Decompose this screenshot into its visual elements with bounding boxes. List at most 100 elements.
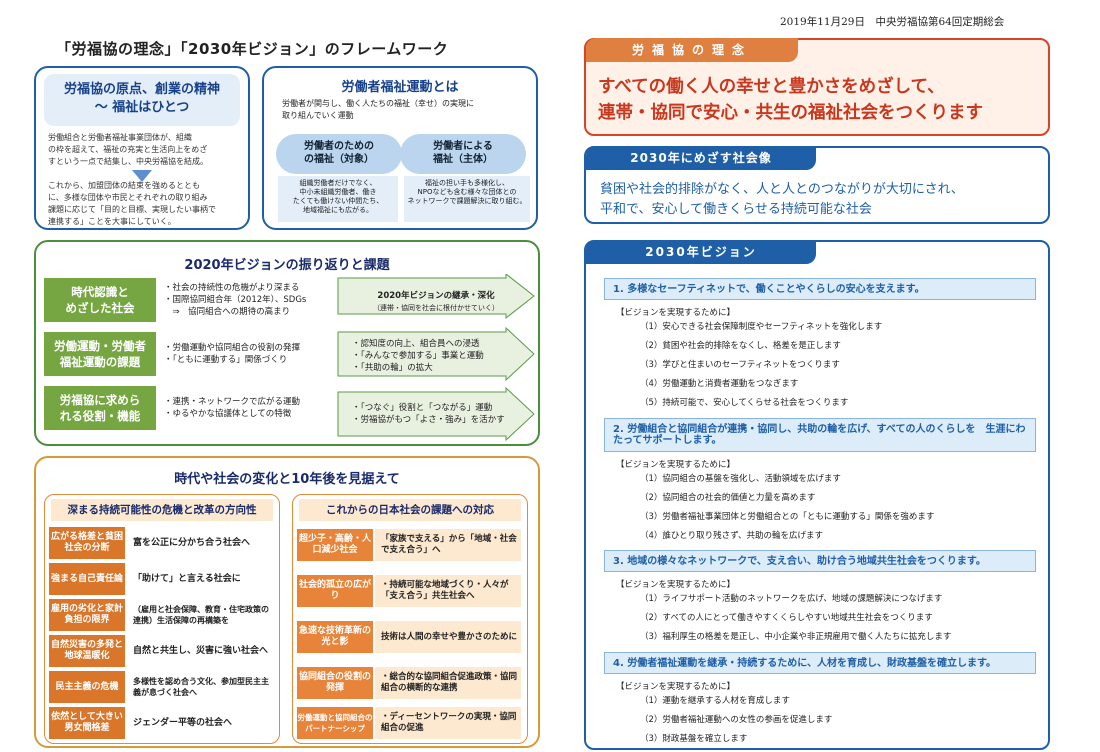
vision-marker: 【ビジョンを実現するために】 [616, 580, 736, 590]
issue-value: ジェンダー平等の社会へ [133, 717, 233, 728]
vision-item: （3）財政基盤を確立します [640, 734, 748, 744]
vision-marker: 【ビジョンを実現するために】 [616, 682, 736, 692]
movement-heading: 労働者福祉運動とは [341, 80, 459, 95]
text-line: 地域福祉にも広がる。 [303, 206, 373, 214]
issue-label: 急速な技術革新の光と影 [297, 621, 373, 653]
issue-value: ・総合的な協同組合促進政策・協同組合の横断的な連携 [375, 667, 521, 699]
text-line: 福祉の担い手も多様化し、 [425, 179, 509, 187]
issue-value: 富を公正に分かち合う社会へ [133, 537, 251, 548]
text-line: 平和で、安心して働きくらせる持続可能な社会 [600, 202, 872, 217]
issue-value: （雇用と社会保障、教育・住宅政策の連携）生活保障の再構築を [133, 605, 269, 625]
society-vision-box: 2030年にめざす社会像 貧困や社会的排除がなく、人と人とのつながりが大切にされ… [584, 146, 1050, 224]
vision-item: （1）協同組合の基盤を強化し、活動領域を広げます [640, 474, 841, 484]
vision-marker: 【ビジョンを実現するために】 [616, 308, 736, 318]
vision-items: （1）ライフサポート活動のネットワークを広げ、地域の課題解決につなげます （2）… [640, 590, 951, 647]
vision2020-review: 2020年ビジョンの振り返りと課題 時代認識とめざした社会 ・社会の持続性の危機… [34, 240, 540, 446]
text-line: 時代認識と [71, 285, 129, 299]
text-line: ・ゆるやかな協議体としての特徴 [164, 409, 292, 419]
arrow-text: 2020年ビジョンの継承・深化（連帯・協同を社会に根付かせていく） [340, 290, 532, 314]
vision-item: （2）協同組合の社会的価値と力量を高めます [640, 493, 816, 503]
issue-value: 自然と共生し、災害に強い社会へ [133, 645, 269, 656]
text-line: 貧困や社会的排除がなく、人と人とのつながりが大切にされ、 [600, 182, 964, 197]
text-line: 連帯・協同で安心・共生の福祉社会をつくります [598, 103, 983, 123]
down-arrow-icon [132, 170, 152, 182]
text-line: すべての働く人の幸せと豊かさをめざして、 [598, 77, 945, 97]
arrow-text: ・認知度の向上、組合員への浸透・「みんなで参加する」事業と運動・「共助の輪」の拡… [340, 338, 532, 374]
vision-section-heading: 3. 地域の様々なネットワークで、支え合い、助け合う地域共生社会をつくります。 [604, 550, 1036, 572]
issue-value: 技術は人間の幸せや豊かさのために [375, 621, 521, 653]
origin-heading: 労福協の原点、創業の精神 ～ 福祉はひとつ [44, 74, 240, 126]
target-detail: 組織労働者だけでなく、 中小未組織労働者、働き たくても働けない仲間たち、 地域… [278, 176, 398, 222]
vision-section-heading: 1. 多様なセーフティネットで、働くことやくらしの安心を支えます。 [604, 278, 1036, 300]
vision-items: （1）協同組合の基盤を強化し、活動領域を広げます （2）協同組合の社会的価値と力… [640, 470, 934, 546]
text-line: れる役割・機能 [59, 409, 141, 423]
issue-label: 超少子・高齢・人口減少社会 [297, 529, 373, 561]
oval-target: 労働者のための の福祉（対象） [276, 134, 402, 174]
origin-para2: これから、加盟団体の結束を強めるととも に、多様な団体や市民とそれぞれの取り組み… [48, 180, 216, 228]
text-line: NPOなども含む様々な団体との [417, 188, 517, 196]
text-line: 福祉運動の課題 [59, 355, 141, 369]
meeting-date: 2019年11月29日 中央労福協第64回定期総会 [780, 16, 1005, 28]
vision-items: （1）安心できる社会保障制度やセーフティネットを強化します （2）貧困や社会的排… [640, 318, 882, 413]
text-line: ネットワークで課題解決に取り組む。 [407, 197, 527, 205]
text-line: ・連携・ネットワークで広がる運動 [164, 397, 301, 407]
text-line: 取り組んでいく運動 [282, 111, 354, 120]
text-line: すという一点で結集し、中央労福協を結成。 [48, 157, 208, 166]
text-line: 課題に応じて「目的と目標、実現したい事柄で [48, 205, 216, 214]
vision-item: （3）学びと住まいのセーフティネットをつくります [640, 360, 840, 370]
issue-value: 多様性を認め合う文化、参加型民主主義が息づく社会へ [133, 677, 269, 697]
vision2030-tag: 2030年ビジョン [586, 240, 816, 264]
text-line: ・労働運動や協同組合の役割の発揮 [164, 343, 301, 353]
movement-box: 労働者福祉運動とは 労働者が関与し、働く人たちの福祉（幸せ）の実現に 取り組んで… [262, 66, 538, 230]
text-line: 労働組合と労働者福祉事業団体が、組織 [48, 133, 192, 142]
vision-item: （1）ライフサポート活動のネットワークを広げ、地域の課題解決につなげます [640, 594, 943, 604]
movement-desc: 労働者が関与し、働く人たちの福祉（幸せ）の実現に 取り組んでいく運動 [282, 98, 522, 122]
vision-item: （1）運動を継承する人材を育成します [640, 696, 790, 706]
philosophy-text: すべての働く人の幸せと豊かさをめざして、 連帯・協同で安心・共生の福祉社会をつく… [598, 74, 983, 126]
vision2030-box: 2030年ビジョン 1. 多様なセーフティネットで、働くことやくらしの安心を支え… [584, 240, 1050, 750]
row-label: 時代認識とめざした社会 [44, 278, 156, 322]
issue-label: 自然災害の多発と地球温暖化 [49, 635, 125, 667]
issue-value: 「助けて」と言える社会に [133, 573, 241, 584]
oval-subject: 労働者による 福祉（主体） [400, 134, 526, 174]
issue-label: 協同組合の役割の発揮 [297, 667, 373, 699]
society-vision-text: 貧困や社会的排除がなく、人と人とのつながりが大切にされ、 平和で、安心して働きく… [600, 180, 964, 220]
origin-heading-line1: 労福協の原点、創業の精神 [63, 82, 220, 97]
vision2020-heading: 2020年ビジョンの振り返りと課題 [184, 258, 390, 273]
crisis-column: 深まる持続可能性の危機と改革の方向性 広がる格差と貧困社会の分断富を公正に分かち… [44, 494, 280, 744]
vision-item: （2）貧困や社会的排除をなくし、格差を是正します [640, 341, 841, 351]
text-line: 連携する」ことを大事にしていく。 [48, 217, 176, 226]
text-line: これから、加盟団体の結束を強めるととも [48, 181, 200, 190]
vision-section-heading: 4. 労働者福祉運動を継承・持続するために、人材を育成し、財政基盤を確立します。 [604, 652, 1036, 674]
text-line: 組織労働者だけでなく、 [299, 179, 377, 187]
row-middle: ・社会の持続性の危機がより深まる・国際協同組合年（2012年）、SDGs ⇒ 協… [164, 282, 306, 318]
text-line: ・社会の持続性の危機がより深まる [164, 283, 300, 293]
text-line: ・国際協同組合年（2012年）、SDGs [164, 295, 307, 305]
text-line: ・「ともに運動する」関係づくり [164, 355, 288, 365]
text-line: ・労福協がもつ「よさ・強み」を活かす [352, 415, 505, 425]
origin-box: 労福協の原点、創業の精神 ～ 福祉はひとつ 労働組合と労働者福祉事業団体が、組織… [34, 66, 250, 230]
vision-item: （2）すべての人にとって働きやすくくらしやすい地域共生社会をつくります [640, 613, 933, 623]
text-line: の福祉（対象） [304, 154, 374, 165]
philosophy-box: 労福協の理念 すべての働く人の幸せと豊かさをめざして、 連帯・協同で安心・共生の… [584, 38, 1050, 136]
issue-label: 雇用の劣化と家計負担の限界 [49, 599, 125, 631]
text-line: 労働者のための [304, 141, 374, 152]
text-line: に、多様な団体や市民とそれぞれの取り組み [48, 193, 208, 202]
society-vision-tag: 2030年にめざす社会像 [586, 146, 816, 170]
text-line: たくても働けない仲間たち、 [292, 197, 384, 205]
row-label: 労福協に求められる役割・機能 [44, 386, 156, 430]
text-line: 2020年ビジョンの継承・深化 [377, 291, 495, 301]
crisis-heading: 深まる持続可能性の危機と改革の方向性 [51, 499, 273, 521]
issue-value: 「家族で支える」から「地域・社会で支え合う」へ [375, 529, 521, 561]
page-title: 「労福協の理念」「2030年ビジョン」のフレームワーク [56, 40, 449, 58]
issue-value: ・持続可能な地域づくり・人々が「支え合う」共生社会へ [375, 575, 521, 607]
vision-section-heading: 2. 労働組合と協同組合が連携・協同し、共助の輪を広げ、すべての人のくらしを 生… [604, 418, 1036, 452]
vision-item: （3）福利厚生の格差を是正し、中小企業や非正規雇用で働く人たちに拡充します [640, 632, 952, 642]
text-line: 労働者が関与し、働く人たちの福祉（幸せ）の実現に [282, 99, 474, 108]
issue-label: 依然として大きい男女間格差 [49, 707, 125, 739]
row-middle: ・連携・ネットワークで広がる運動・ゆるやかな協議体としての特徴 [164, 396, 300, 420]
society-heading: これからの日本社会の課題への対応 [299, 499, 521, 521]
text-line: ・「つなぐ」役割と「つながる」運動 [352, 403, 493, 413]
vision-item: （4）労働運動と消費者運動をつなぎます [640, 379, 799, 389]
text-line: の枠を超えて、福祉の充実と生活向上をめざ [48, 145, 208, 154]
